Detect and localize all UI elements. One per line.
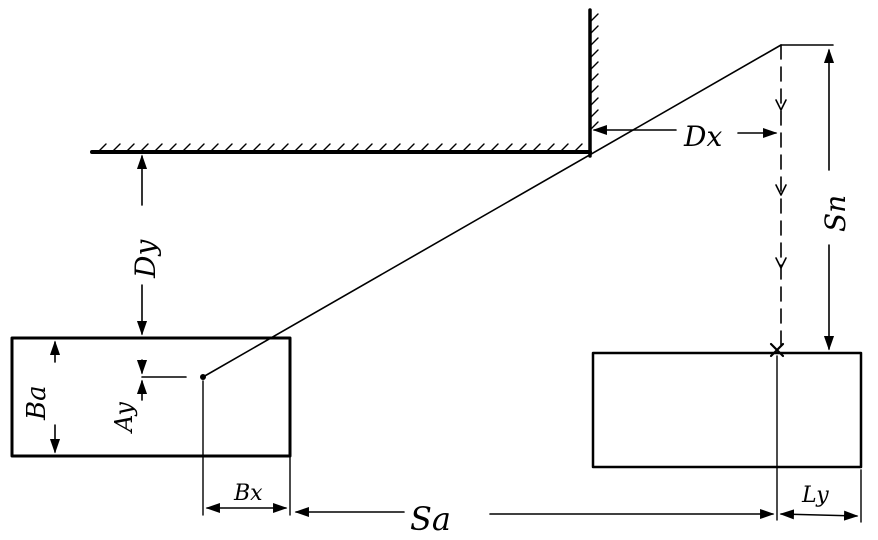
sn-label: Sn xyxy=(819,195,852,232)
impact-mark xyxy=(769,342,785,358)
ba-label: Ba xyxy=(22,385,52,421)
diagonal-line xyxy=(202,44,782,378)
vertical-wall xyxy=(588,8,599,158)
ba-dimension: Ba xyxy=(22,340,61,454)
sn-dimension: Sn xyxy=(819,48,852,351)
dx-dimension: Dx xyxy=(592,120,778,153)
sa-label: Sa xyxy=(410,500,451,538)
dx-label: Dx xyxy=(683,120,722,153)
start-point xyxy=(200,374,206,380)
right-box xyxy=(591,351,863,469)
ly-dimension: Ly xyxy=(779,469,862,523)
dashed-drop-line xyxy=(775,44,787,349)
bx-label: Bx xyxy=(233,481,263,506)
left-box xyxy=(10,336,292,458)
dy-dimension: Dy xyxy=(129,154,162,336)
bx-dimension: Bx xyxy=(202,380,291,516)
sa-dimension: Sa xyxy=(294,500,775,538)
ay-label: Ay xyxy=(110,402,138,434)
ay-dimension: Ay xyxy=(110,359,187,434)
ly-label: Ly xyxy=(801,483,829,508)
horizontal-wall xyxy=(90,143,592,154)
dy-label: Dy xyxy=(129,239,162,279)
